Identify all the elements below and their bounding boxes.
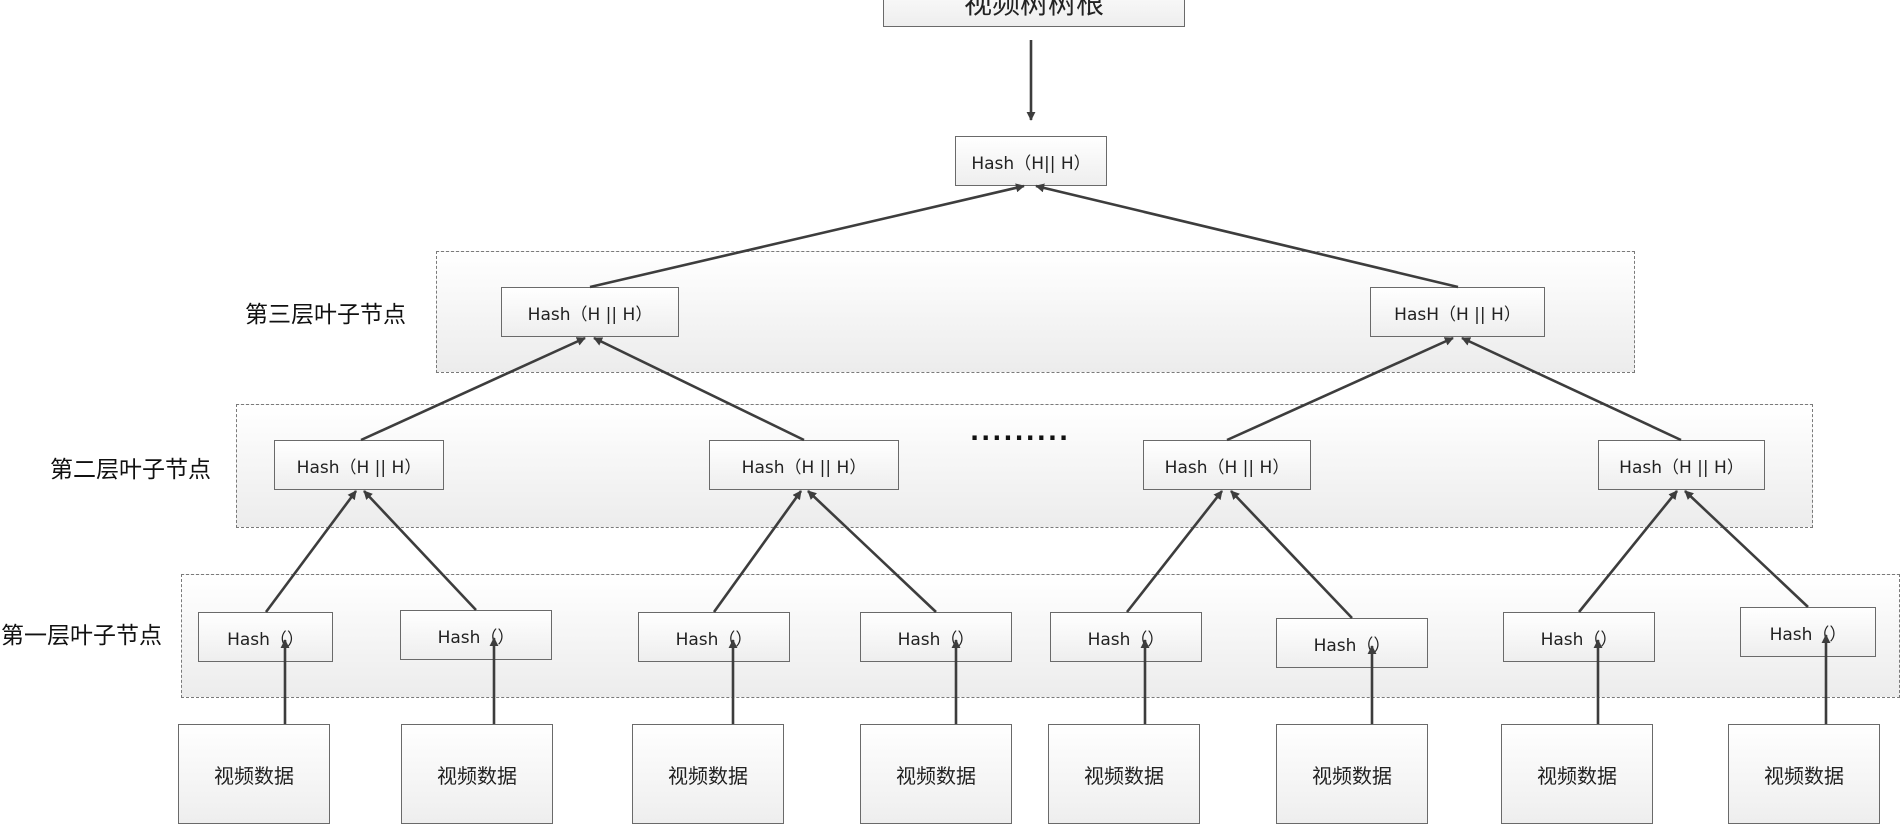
video-data-node: 视频数据 bbox=[860, 724, 1012, 824]
arrow-second-to-third bbox=[593, 336, 805, 442]
arrow-first-to-second bbox=[1577, 490, 1679, 613]
arrow-second-to-third bbox=[360, 336, 586, 442]
tree-root-node: 视频树树根 bbox=[883, 0, 1185, 27]
top-hash-node: Hash（H|| H） bbox=[955, 136, 1107, 186]
second-layer-label: 第二层叶子节点 bbox=[50, 457, 211, 483]
ellipsis: ......... bbox=[970, 418, 1071, 446]
first-layer-node: Hash（） bbox=[1050, 612, 1202, 662]
arrow-second-to-third bbox=[1226, 336, 1454, 442]
video-data-node: 视频数据 bbox=[401, 724, 553, 824]
first-layer-node: Hash（） bbox=[1740, 607, 1876, 657]
video-data-node: 视频数据 bbox=[632, 724, 784, 824]
video-data-node: 视频数据 bbox=[178, 724, 330, 824]
arrow-first-to-second bbox=[1684, 490, 1809, 608]
video-data-node: 视频数据 bbox=[1728, 724, 1880, 824]
arrow-first-to-second bbox=[264, 490, 358, 613]
video-data-node: 视频数据 bbox=[1501, 724, 1653, 824]
arrow-second-to-third bbox=[1461, 336, 1682, 442]
arrow-third-to-top bbox=[589, 183, 1025, 289]
second-layer-node: Hash（H || H） bbox=[1598, 440, 1765, 490]
video-data-node: 视频数据 bbox=[1276, 724, 1428, 824]
first-layer-node: Hash（） bbox=[400, 610, 552, 660]
arrow-first-to-second bbox=[363, 490, 477, 611]
second-layer-node: Hash（H || H） bbox=[274, 440, 444, 490]
video-data-node: 视频数据 bbox=[1048, 724, 1200, 824]
first-layer-node: Hash（） bbox=[860, 612, 1012, 662]
second-layer-node: Hash（H || H） bbox=[709, 440, 899, 490]
first-layer-node: Hash（） bbox=[198, 612, 333, 662]
third-layer-label: 第三层叶子节点 bbox=[245, 302, 406, 328]
second-layer-band bbox=[236, 404, 1813, 528]
arrow-third-to-top bbox=[1035, 183, 1459, 289]
third-layer-node: HasH（H || H） bbox=[1370, 287, 1545, 337]
arrow-first-to-second bbox=[1125, 490, 1224, 613]
first-layer-node: Hash（） bbox=[1503, 612, 1655, 662]
third-layer-node: Hash（H || H） bbox=[501, 287, 679, 337]
arrow-first-to-second bbox=[807, 490, 937, 613]
arrow-first-to-second bbox=[1230, 490, 1353, 619]
arrow-first-to-second bbox=[712, 490, 803, 613]
second-layer-node: Hash（H || H） bbox=[1143, 440, 1311, 490]
first-layer-label: 第一层叶子节点 bbox=[1, 623, 162, 649]
